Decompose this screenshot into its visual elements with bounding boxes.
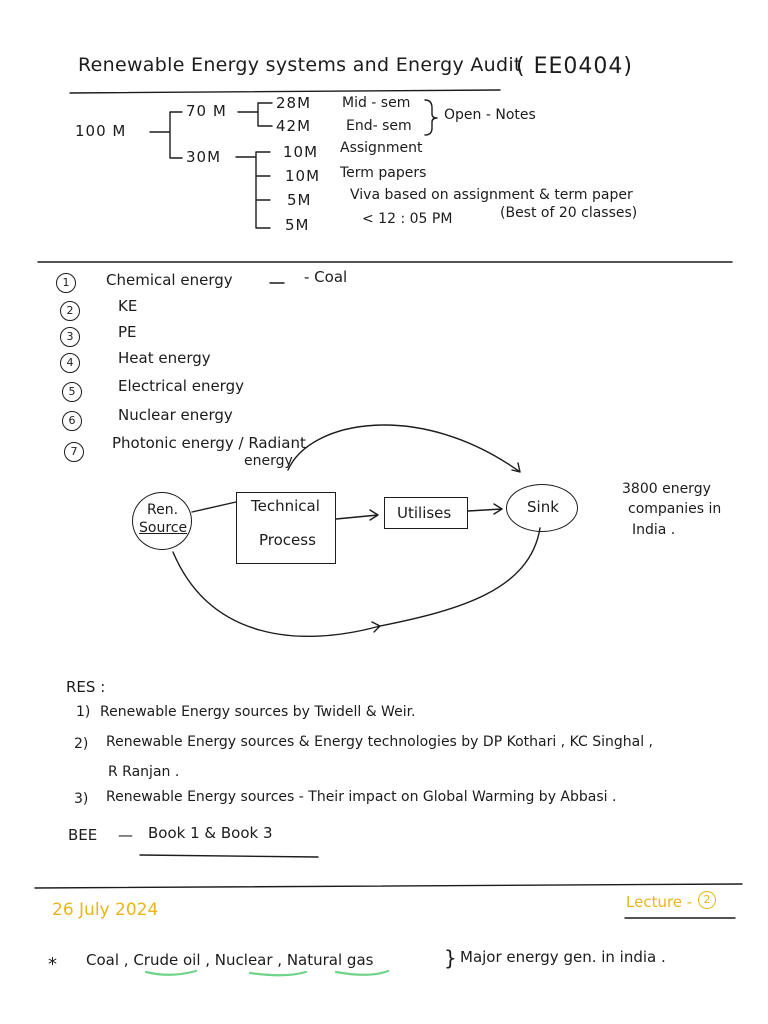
mark-row-label: End- sem <box>346 118 412 134</box>
reference-item: Renewable Energy sources & Energy techno… <box>106 734 653 750</box>
title-underline <box>69 89 501 94</box>
energy-form: Chemical energy <box>106 271 233 289</box>
energy-form: Electrical energy <box>118 377 244 395</box>
best-of-note: (Best of 20 classes) <box>500 205 638 221</box>
process-label-1: Technical <box>251 497 320 515</box>
total-marks: 100 M <box>75 122 127 140</box>
energy-form: Heat energy <box>118 349 211 367</box>
curly-brace-open-notes <box>424 99 438 136</box>
brace-total <box>149 111 183 159</box>
mark-row: 5M <box>285 216 310 234</box>
bee-dash: — <box>118 826 133 844</box>
lecture-label: Lecture - <box>626 893 693 911</box>
list-number: 6 <box>62 411 82 431</box>
arrow-process-to-sink-top <box>287 424 521 473</box>
section-divider-2 <box>34 883 743 889</box>
highlight-crude-oil <box>144 969 198 976</box>
arrow-source-to-process <box>191 501 237 513</box>
energy-form: PE <box>118 323 137 341</box>
list-number: 7 <box>64 442 84 462</box>
references-heading: RES : <box>66 678 106 696</box>
reference-number: 2) <box>74 736 89 752</box>
list-number: 5 <box>62 382 82 402</box>
energy-companies-note: India . <box>632 522 676 538</box>
bullet-asterisk: * <box>48 954 57 975</box>
sink-label: Sink <box>527 498 559 516</box>
radiant-energy-cont: energy <box>244 453 293 469</box>
mark-row: 10M <box>285 167 321 185</box>
open-notes-label: Open - Notes <box>444 107 536 123</box>
mark-row: 28M <box>276 94 312 112</box>
reference-number: 1) <box>76 704 91 720</box>
energy-form: Photonic energy / Radiant <box>112 434 306 452</box>
source-label-1: Ren. <box>147 502 179 518</box>
process-label-2: Process <box>259 531 316 549</box>
course-code: ( EE0404) <box>516 54 633 79</box>
mark-row-label: Assignment <box>340 140 423 156</box>
energy-sources-list: Coal , Crude oil , Nuclear , Natural gas <box>86 951 374 969</box>
lecture-number-badge: 2 <box>698 891 716 909</box>
mark-row-label: Viva based on assignment & term paper <box>350 187 633 203</box>
reference-item-cont: R Ranjan . <box>108 764 180 780</box>
internal-marks: 70 M <box>186 102 227 120</box>
energy-form: Nuclear energy <box>118 406 233 424</box>
bee-label: BEE <box>68 826 98 844</box>
energy-companies-note: 3800 energy <box>622 481 711 497</box>
brace-70 <box>237 102 273 127</box>
renewable-source-node: Ren. Source <box>132 492 192 550</box>
mark-row-label: < 12 : 05 PM <box>362 211 453 227</box>
mark-row-label: Term papers <box>340 165 427 181</box>
highlight-nuclear <box>248 970 308 977</box>
list-number: 2 <box>60 301 80 321</box>
continuous-marks: 30M <box>186 148 222 166</box>
sink-node: Sink <box>506 484 578 532</box>
list-number: 4 <box>60 353 80 373</box>
energy-form: KE <box>118 297 138 315</box>
lecture-date: 26 July 2024 <box>52 900 159 920</box>
brace-30 <box>235 151 271 229</box>
mark-row-label: Mid - sem <box>342 95 411 111</box>
arrow-source-to-sink-bottom <box>172 527 541 638</box>
highlight-natural-gas <box>334 969 390 976</box>
curly-brace: } <box>444 946 457 970</box>
source-label-2: Source <box>139 520 188 536</box>
utilise-box: Utilises <box>384 497 468 529</box>
list-number: 1 <box>56 273 76 293</box>
coal-note: - Coal <box>304 268 348 286</box>
page-title: Renewable Energy systems and Energy Audi… <box>78 54 522 76</box>
bee-books: Book 1 & Book 3 <box>148 824 273 842</box>
reference-item: Renewable Energy sources by Twidell & We… <box>100 704 416 720</box>
arrow-utilise-to-sink <box>467 503 503 515</box>
technical-process-box: Technical Process <box>236 492 336 564</box>
list-number: 3 <box>60 327 80 347</box>
reference-item: Renewable Energy sources - Their impact … <box>106 789 617 805</box>
mark-row: 10M <box>283 143 319 161</box>
utilise-label: Utilises <box>397 504 452 522</box>
mark-row: 42M <box>276 117 312 135</box>
mark-row: 5M <box>287 191 312 209</box>
reference-number: 3) <box>74 791 89 807</box>
arrow-process-to-utilise <box>335 509 379 521</box>
energy-companies-note: companies in <box>628 501 722 517</box>
bee-books-underline <box>139 854 319 858</box>
major-energy-note: Major energy gen. in india . <box>460 948 666 966</box>
